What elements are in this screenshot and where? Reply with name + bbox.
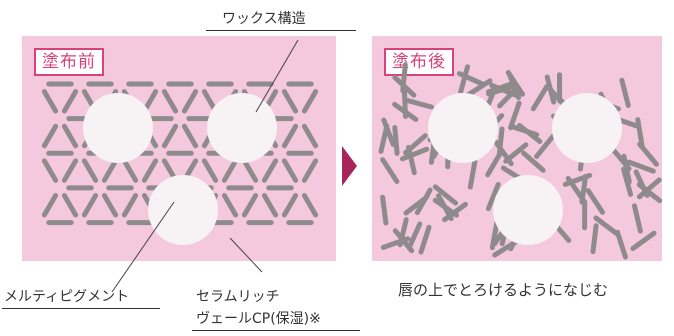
- melty-pigment-circle: [207, 93, 277, 163]
- wax-stick: [378, 123, 390, 154]
- wax-stick: [261, 158, 279, 183]
- wax-stick: [632, 203, 643, 234]
- wax-stick: [301, 158, 319, 183]
- wax-stick: [406, 221, 423, 251]
- melty-pigment-circle: [493, 175, 563, 245]
- wax-stick: [380, 194, 389, 226]
- wax-stick: [161, 89, 179, 114]
- wax-stick: [400, 146, 430, 162]
- wax-stick: [593, 215, 620, 237]
- wax-stick: [626, 159, 656, 174]
- wax-stick: [392, 101, 419, 122]
- wax-stick: [403, 97, 434, 110]
- wax-stick: [403, 133, 428, 156]
- wax-stick: [61, 193, 79, 218]
- wax-stick: [403, 194, 430, 216]
- wax-stick: [81, 158, 99, 183]
- wax-stick: [221, 158, 239, 183]
- wax-stick: [590, 223, 599, 255]
- wax-stick: [562, 172, 593, 187]
- melty-pigment-group: [83, 93, 622, 245]
- wax-stick: [81, 193, 99, 218]
- wax-stick: [485, 149, 504, 178]
- wax-stick: [41, 89, 59, 114]
- wax-stick: [392, 125, 400, 156]
- wax-stick: [418, 224, 432, 255]
- ceramide-label-line2: ヴェールCP(保湿)※: [196, 311, 321, 327]
- melty-label-underline: [2, 308, 160, 309]
- melty-leader-line: [111, 201, 175, 293]
- wax-stick: [181, 123, 199, 149]
- wax-stick: [458, 64, 470, 95]
- wax-stick: [432, 184, 459, 206]
- wax-stick: [636, 177, 662, 200]
- melty-pigment-circle: [552, 93, 622, 163]
- wax-structure-label: ワックス構造: [222, 11, 306, 27]
- ceramide-label-underline: [192, 330, 360, 331]
- melty-pigment-circle: [148, 175, 218, 245]
- caption: 唇の上でとろけるようになじむ: [398, 281, 609, 299]
- wax-stick: [486, 80, 516, 95]
- wax-stick: [121, 158, 139, 183]
- wax-stick: [101, 193, 119, 218]
- melty-pigment-circle: [428, 93, 498, 163]
- wax-stick: [241, 158, 259, 183]
- wax-leader-line: [255, 39, 299, 113]
- wax-stick: [492, 238, 520, 258]
- wax-structure-after: [378, 62, 663, 260]
- wax-stick: [534, 133, 556, 159]
- wax-stick: [530, 84, 550, 112]
- wax-stick: [181, 89, 199, 114]
- wax-stick: [261, 193, 279, 218]
- wax-stick: [61, 158, 79, 183]
- wax-stick: [489, 219, 500, 251]
- wax-stick: [221, 193, 239, 218]
- wax-stick: [436, 193, 454, 221]
- wax-stick: [41, 193, 59, 218]
- wax-stick: [633, 169, 650, 198]
- wax-stick: [301, 89, 319, 114]
- wax-stick: [41, 158, 59, 183]
- wax-stick: [61, 123, 79, 149]
- wax-stick: [456, 71, 486, 87]
- wax-stick: [630, 230, 657, 251]
- wax-stick: [281, 89, 299, 114]
- wax-stick: [301, 193, 319, 218]
- wax-stick: [465, 78, 493, 98]
- wax-stick: [201, 158, 219, 183]
- wax-stick: [241, 193, 259, 218]
- wax-stick: [615, 229, 628, 260]
- wax-stick: [121, 193, 139, 218]
- wax-stick: [544, 74, 557, 105]
- wax-stick: [585, 188, 605, 215]
- wax-stick: [508, 100, 522, 131]
- wax-stick: [281, 158, 299, 183]
- wax-stick: [621, 166, 634, 197]
- wax-stick: [161, 123, 179, 149]
- wax-stick: [485, 182, 501, 212]
- wax-stick: [61, 89, 79, 114]
- wax-stick: [301, 123, 319, 149]
- arrow-right-icon: [342, 146, 357, 186]
- wax-label-underline: [206, 30, 356, 31]
- ceramide-label-line1: セラムリッチ: [196, 289, 280, 305]
- wax-stick: [281, 123, 299, 149]
- wax-stick: [521, 150, 546, 173]
- wax-stick: [281, 193, 299, 218]
- before-tag: 塗布前: [34, 48, 104, 76]
- wax-stick: [392, 75, 417, 98]
- wax-stick: [101, 158, 119, 183]
- wax-stick: [141, 158, 159, 183]
- ceramide-leader-line: [229, 237, 263, 273]
- wax-stick: [380, 157, 400, 184]
- melty-pigment-label: メルティピグメント: [4, 289, 130, 305]
- wax-stick: [467, 158, 478, 190]
- wax-stick: [619, 77, 631, 108]
- wax-stick: [635, 117, 645, 148]
- wax-stick: [41, 123, 59, 149]
- melty-pigment-circle: [83, 93, 153, 163]
- wax-stick: [509, 124, 540, 138]
